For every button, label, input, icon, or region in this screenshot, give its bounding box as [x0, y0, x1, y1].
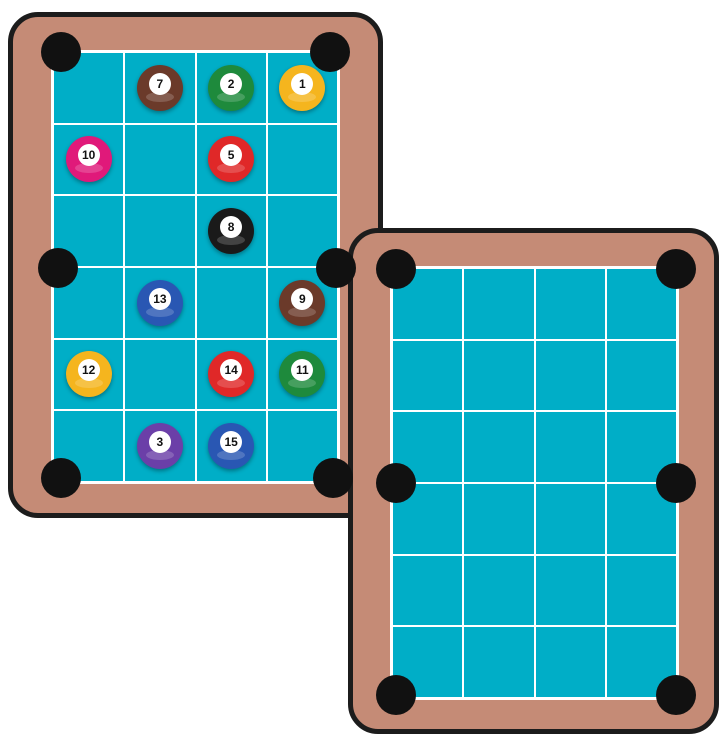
ball-number: 7	[149, 73, 171, 95]
grid-cell[interactable]	[463, 626, 534, 698]
pocket-bottom-right	[313, 458, 353, 498]
grid-cell[interactable]	[463, 555, 534, 627]
grid-cell[interactable]	[267, 124, 338, 196]
grid-cell[interactable]	[463, 268, 534, 340]
grid-cell[interactable]	[535, 268, 606, 340]
ball-number: 15	[220, 431, 242, 453]
ball-number: 14	[220, 359, 242, 381]
grid-cell[interactable]	[124, 195, 195, 267]
grid-cell[interactable]: 7	[124, 52, 195, 124]
grid-cell[interactable]	[463, 340, 534, 412]
pool-ball-14[interactable]: 14	[208, 351, 254, 397]
grid-cell[interactable]	[124, 124, 195, 196]
pocket-middle-left	[376, 463, 416, 503]
grid-cell[interactable]: 11	[267, 339, 338, 411]
grid-cell[interactable]: 14	[196, 339, 267, 411]
grid-cell[interactable]: 13	[124, 267, 195, 339]
left-table-grid: 7 2 1 10 5 8 13 9 12 14 11 3 15	[53, 52, 338, 482]
pool-ball-7[interactable]: 7	[137, 65, 183, 111]
pocket-middle-right	[656, 463, 696, 503]
grid-cell[interactable]	[606, 555, 677, 627]
pocket-bottom-right	[656, 675, 696, 715]
pool-ball-12[interactable]: 12	[66, 351, 112, 397]
pool-ball-9[interactable]: 9	[279, 280, 325, 326]
grid-cell[interactable]	[535, 555, 606, 627]
right-table-grid	[392, 268, 677, 698]
grid-cell[interactable]	[535, 626, 606, 698]
grid-cell[interactable]	[463, 411, 534, 483]
grid-cell[interactable]	[535, 483, 606, 555]
ball-number: 5	[220, 144, 242, 166]
left-pool-table: 7 2 1 10 5 8 13 9 12 14 11 3 15	[8, 12, 383, 518]
grid-cell[interactable]	[196, 267, 267, 339]
pocket-top-left	[376, 249, 416, 289]
pool-ball-2[interactable]: 2	[208, 65, 254, 111]
grid-cell[interactable]: 3	[124, 410, 195, 482]
ball-number: 12	[78, 359, 100, 381]
ball-number: 13	[149, 288, 171, 310]
ball-number: 11	[291, 359, 313, 381]
grid-cell[interactable]	[124, 339, 195, 411]
ball-number: 1	[291, 73, 313, 95]
right-pool-table	[348, 228, 719, 734]
grid-cell[interactable]: 10	[53, 124, 124, 196]
ball-number: 8	[220, 216, 242, 238]
grid-cell[interactable]	[392, 555, 463, 627]
grid-cell[interactable]: 8	[196, 195, 267, 267]
grid-cell[interactable]: 5	[196, 124, 267, 196]
pool-ball-11[interactable]: 11	[279, 351, 325, 397]
grid-cell[interactable]: 2	[196, 52, 267, 124]
pool-ball-3[interactable]: 3	[137, 423, 183, 469]
pocket-top-right	[310, 32, 350, 72]
ball-number: 3	[149, 431, 171, 453]
grid-cell[interactable]	[392, 340, 463, 412]
pool-ball-13[interactable]: 13	[137, 280, 183, 326]
grid-cell[interactable]	[535, 340, 606, 412]
pocket-bottom-left	[376, 675, 416, 715]
pool-ball-8[interactable]: 8	[208, 208, 254, 254]
pool-ball-10[interactable]: 10	[66, 136, 112, 182]
pool-ball-1[interactable]: 1	[279, 65, 325, 111]
grid-cell[interactable]	[606, 340, 677, 412]
pocket-top-right	[656, 249, 696, 289]
ball-number: 10	[78, 144, 100, 166]
pocket-bottom-left	[41, 458, 81, 498]
ball-number: 2	[220, 73, 242, 95]
pocket-top-left	[41, 32, 81, 72]
grid-cell[interactable]	[535, 411, 606, 483]
pool-ball-5[interactable]: 5	[208, 136, 254, 182]
grid-cell[interactable]	[463, 483, 534, 555]
pocket-middle-right	[316, 248, 356, 288]
grid-cell[interactable]: 12	[53, 339, 124, 411]
pool-ball-15[interactable]: 15	[208, 423, 254, 469]
ball-number: 9	[291, 288, 313, 310]
pocket-middle-left	[38, 248, 78, 288]
grid-cell[interactable]: 15	[196, 410, 267, 482]
